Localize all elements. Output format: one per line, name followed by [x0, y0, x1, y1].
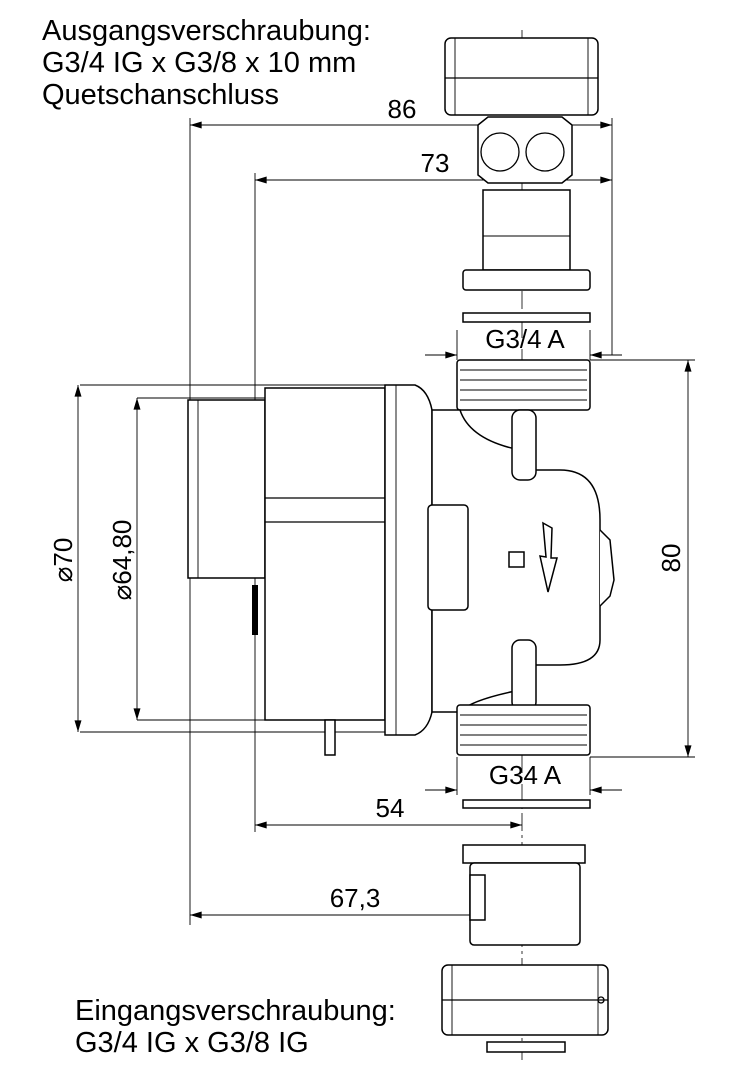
dim-67-3: 67,3 — [330, 883, 381, 913]
dim-86: 86 — [388, 94, 417, 124]
diameter-symbol: ⌀ — [107, 585, 137, 601]
svg-text:⌀64,80: ⌀64,80 — [107, 520, 137, 601]
flow-direction-arrow-icon — [539, 521, 558, 593]
outlet-label-line3: Quetschanschluss — [42, 79, 279, 111]
dim-80: 80 — [656, 544, 686, 573]
dim-54: 54 — [376, 793, 405, 823]
inlet-nut — [441, 964, 609, 1053]
inlet-adapter — [462, 799, 591, 946]
connector-marking — [252, 585, 258, 635]
diameter-symbol: ⌀ — [48, 567, 78, 583]
pump-housing — [427, 359, 615, 756]
thread-bottom-label: G34 A — [489, 760, 562, 790]
outlet-label-line1: Ausgangsverschraubung: — [42, 15, 371, 47]
thread-top-label: G3/4 A — [485, 324, 565, 354]
inlet-label-line2: G3/4 IG x G3/8 IG — [75, 1027, 309, 1059]
pump-motor-head — [187, 384, 433, 756]
inlet-label-line1: Eingangsverschraubung: — [75, 995, 396, 1027]
outlet-label-line2: G3/4 IG x G3/8 x 10 mm — [42, 47, 356, 79]
outlet-adapter — [462, 189, 591, 323]
dim-d64: 64,80 — [107, 520, 137, 585]
compression-olive — [477, 116, 573, 184]
dim-d70: 70 — [48, 538, 78, 567]
dim-73: 73 — [421, 148, 450, 178]
svg-text:⌀70: ⌀70 — [48, 538, 78, 583]
outlet-nut — [444, 37, 599, 116]
housing-square-mark — [508, 551, 525, 568]
